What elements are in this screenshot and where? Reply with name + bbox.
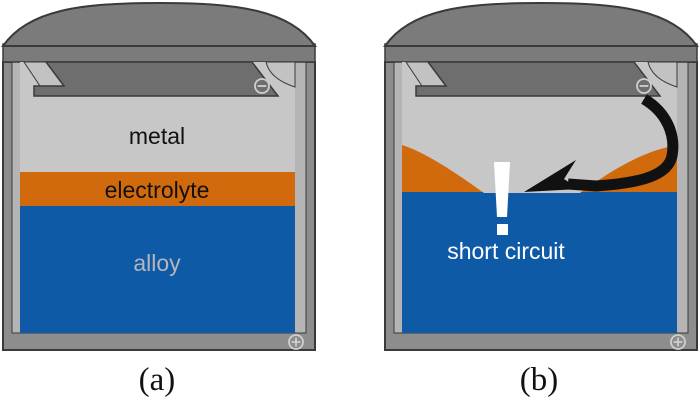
panel-a: metal electrolyte alloy (a) [1, 1, 317, 398]
alloy-label: alloy [133, 250, 181, 276]
exclamation-icon [494, 162, 510, 235]
positive-terminal-icon [288, 334, 304, 350]
short-circuit-arrow-icon [524, 94, 679, 192]
seal-lip-right-a [265, 61, 296, 88]
caption-a: (a) [139, 362, 176, 398]
lid-dome-a [1, 1, 317, 47]
metal-label: metal [129, 123, 185, 149]
negative-terminal-icon [254, 78, 270, 94]
negative-collector-lid-a [33, 61, 280, 97]
seal-lip-right-b [647, 61, 678, 88]
alloy-layer-a [20, 206, 295, 333]
caption-b: (b) [520, 362, 558, 398]
short-circuit-label: short circuit [447, 238, 565, 264]
lid-dome-b [383, 1, 699, 47]
electrolyte-label: electrolyte [105, 177, 210, 203]
electrolyte-layer-a [20, 172, 295, 206]
panel-b: short circuit (b) [383, 1, 699, 398]
negative-terminal-icon [636, 78, 652, 94]
alloy-layer-b [402, 192, 677, 333]
positive-terminal-icon [670, 334, 686, 350]
negative-collector-lid-b [415, 61, 662, 97]
